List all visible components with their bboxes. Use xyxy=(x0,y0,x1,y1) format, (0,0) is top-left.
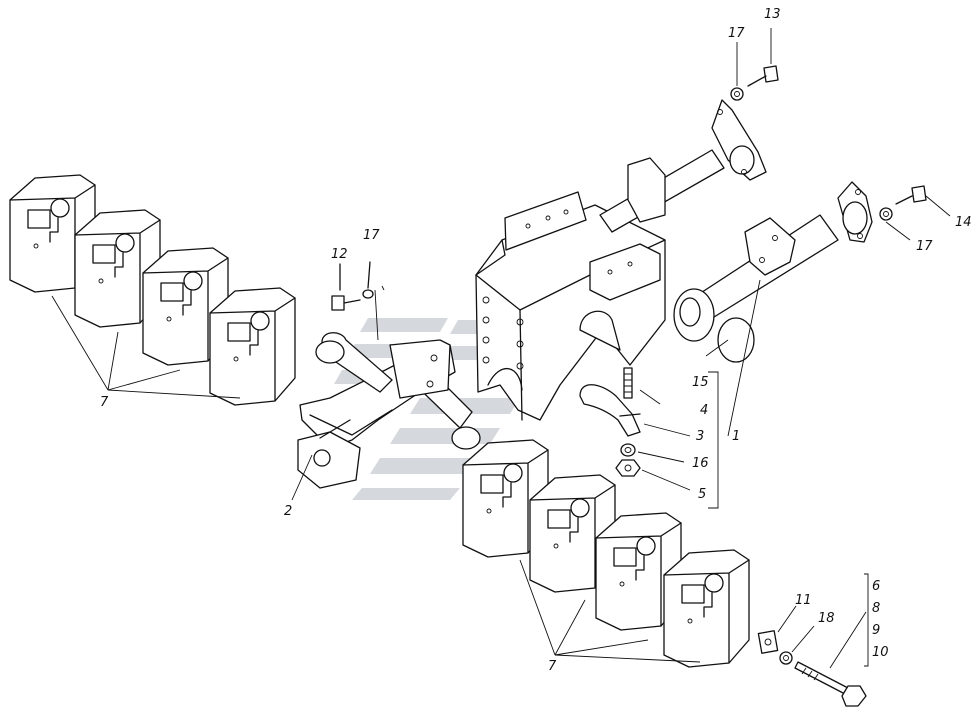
callout-7-lower: 7 xyxy=(548,659,557,674)
clamp-3 xyxy=(579,384,691,437)
bolt-long xyxy=(794,573,869,707)
washer-17-top xyxy=(730,42,744,101)
callout-17-top: 17 xyxy=(728,26,745,41)
weight-plate xyxy=(9,174,96,293)
callout-8: 8 xyxy=(872,601,881,616)
callout-16: 16 xyxy=(692,456,709,471)
callout-7-upper: 7 xyxy=(100,395,109,410)
washer-17-right xyxy=(879,207,911,241)
washer-17-left xyxy=(362,261,374,299)
tow-hitch xyxy=(291,285,481,501)
callout-5: 5 xyxy=(698,487,707,502)
nut-5 xyxy=(615,459,691,491)
callout-11: 11 xyxy=(795,593,812,608)
bolt-13 xyxy=(747,28,779,87)
weight-stack-upper xyxy=(9,174,296,406)
bolt-12 xyxy=(331,263,361,311)
weight-plate xyxy=(462,439,549,558)
callout-4: 4 xyxy=(700,403,709,418)
weight-plate xyxy=(663,549,750,668)
weight-plate xyxy=(209,287,296,406)
weight-plate xyxy=(142,247,229,366)
stud-4 xyxy=(623,367,661,405)
callout-17-right: 17 xyxy=(916,239,933,254)
plate-11 xyxy=(757,605,797,654)
callout-6: 6 xyxy=(872,579,881,594)
washer-16 xyxy=(620,443,685,463)
weight-plate xyxy=(529,474,616,593)
callout-18: 18 xyxy=(818,611,835,626)
group-bracket-1 xyxy=(708,371,719,509)
callout-2: 2 xyxy=(284,504,293,519)
leader-1 xyxy=(727,279,761,437)
callout-12: 12 xyxy=(331,247,348,262)
callout-13: 13 xyxy=(764,7,781,22)
callout-10: 10 xyxy=(872,645,889,660)
weight-stack-lower xyxy=(462,439,750,668)
callout-3: 3 xyxy=(696,429,705,444)
main-frame xyxy=(475,99,873,421)
callout-15: 15 xyxy=(692,375,709,390)
callout-9: 9 xyxy=(872,623,881,638)
callout-17-left: 17 xyxy=(363,228,380,243)
callout-1: 1 xyxy=(732,429,741,444)
bolt-14 xyxy=(895,185,951,217)
callout-14: 14 xyxy=(955,215,972,230)
washer-18 xyxy=(779,625,815,665)
